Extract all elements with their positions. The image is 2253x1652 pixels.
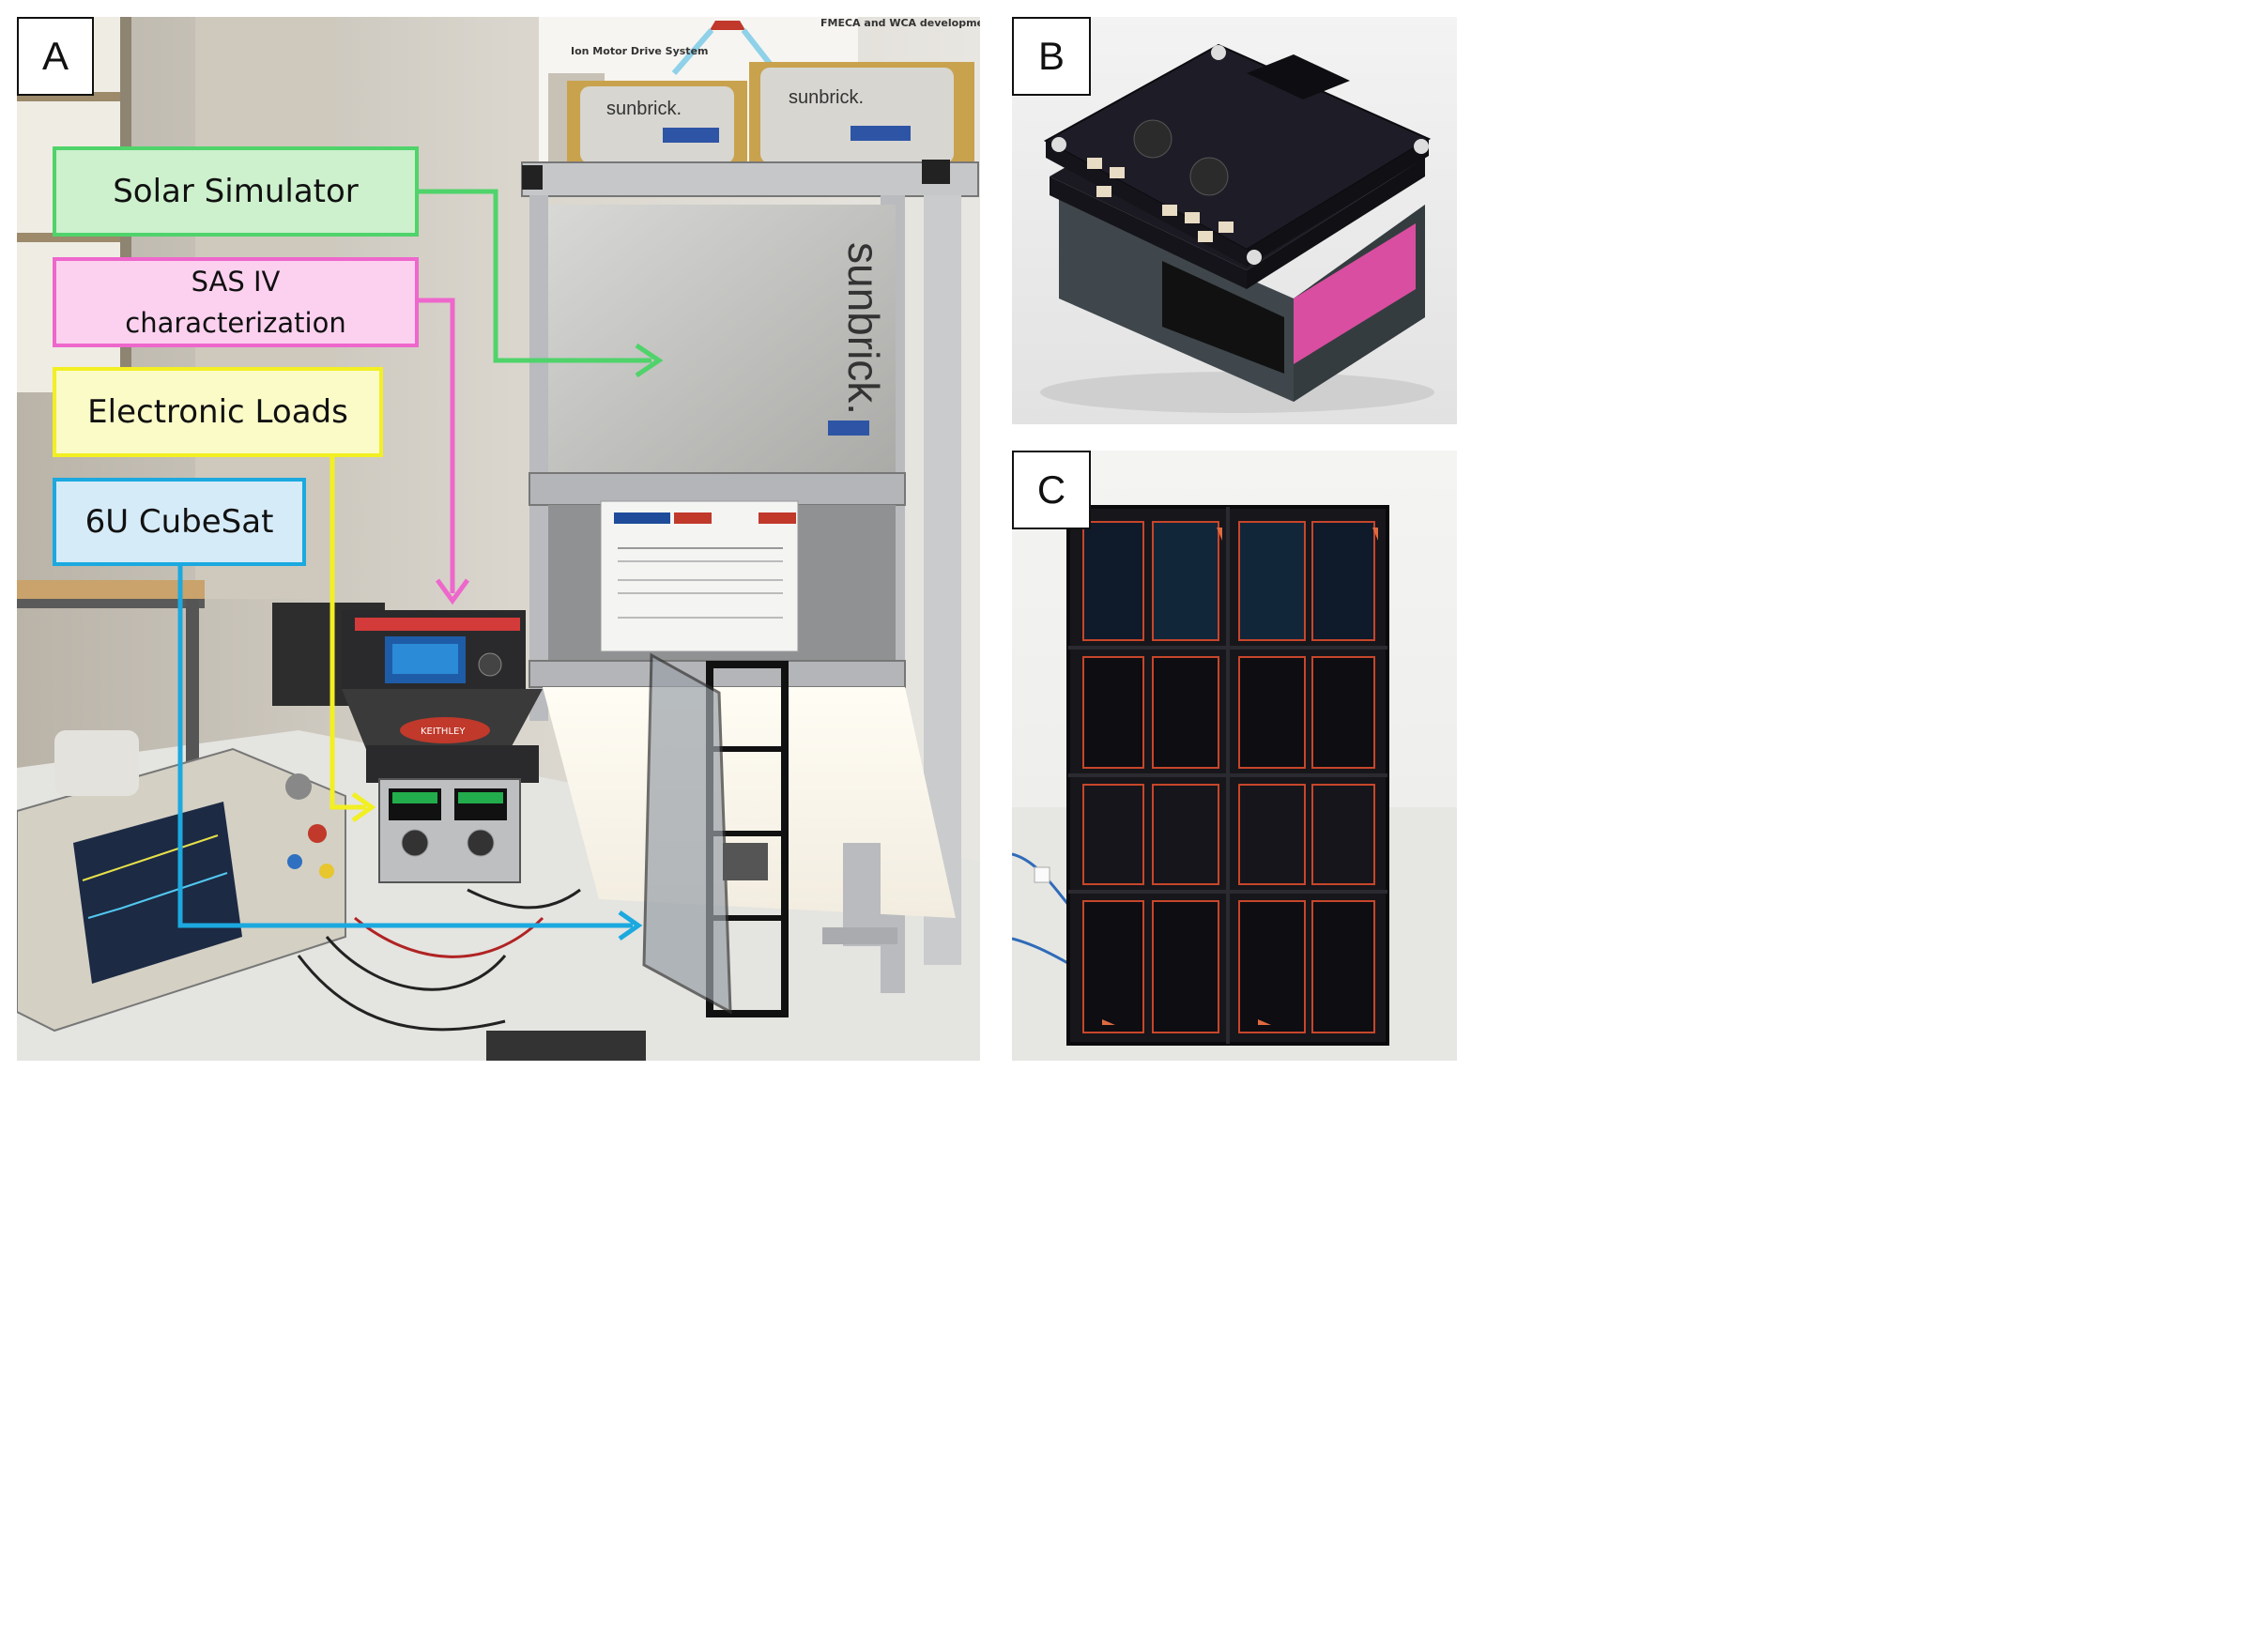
electronic-loads-label: Electronic Loads xyxy=(87,393,348,431)
cubesat-label: 6U CubeSat xyxy=(84,503,274,541)
sas-iv-callout: SAS IV characterization xyxy=(53,257,419,347)
cubesat-arrow xyxy=(177,566,643,941)
electronic-loads-callout: Electronic Loads xyxy=(53,367,383,457)
panel-c-label: C xyxy=(1012,451,1091,529)
sunbrick-brand-text: sunbrick. xyxy=(789,87,864,108)
sunbrick-brand-text: sunbrick. xyxy=(606,99,682,119)
keithley-brand-text: KEITHLEY xyxy=(421,727,466,737)
solar-simulator-callout: Solar Simulator xyxy=(53,146,419,237)
electronic-loads-arrow xyxy=(330,457,376,823)
panel-a-label: A xyxy=(17,17,94,96)
panel-c-photo: C xyxy=(1012,451,1457,1061)
cubesat-under-test xyxy=(642,652,789,1017)
sas-iv-arrow xyxy=(419,298,470,605)
solar-simulator-frame: sunbrick. xyxy=(521,160,979,993)
electronic-loads xyxy=(366,745,539,883)
sas-iv-label-line2: characterization xyxy=(125,307,346,339)
panel-a-photo: Ion Motor Drive System FMECA and WCA dev… xyxy=(17,17,980,1061)
project-info-sheet xyxy=(600,500,799,652)
sas-iv-label-line1: SAS IV xyxy=(191,266,281,298)
solar-panel-array-photo xyxy=(1012,451,1457,1061)
panel-b-label: B xyxy=(1012,17,1091,96)
poster-heading-2: FMECA and WCA development xyxy=(820,17,980,29)
solar-simulator-arrow xyxy=(419,189,664,378)
cubesat-callout: 6U CubeSat xyxy=(53,478,306,566)
lab-setup-photo: Ion Motor Drive System FMECA and WCA dev… xyxy=(17,17,980,1061)
solar-simulator-label: Solar Simulator xyxy=(113,173,359,210)
cubesat-solar-panel xyxy=(1066,505,1389,1046)
sunbrick-lamp-unit: sunbrick. xyxy=(749,62,974,163)
sunbrick-lamp-unit: sunbrick. xyxy=(567,81,747,163)
sunbrick-panel-text: sunbrick. xyxy=(839,242,888,415)
panel-b-photo: B xyxy=(1012,17,1457,424)
poster-heading-1: Ion Motor Drive System xyxy=(571,45,709,57)
